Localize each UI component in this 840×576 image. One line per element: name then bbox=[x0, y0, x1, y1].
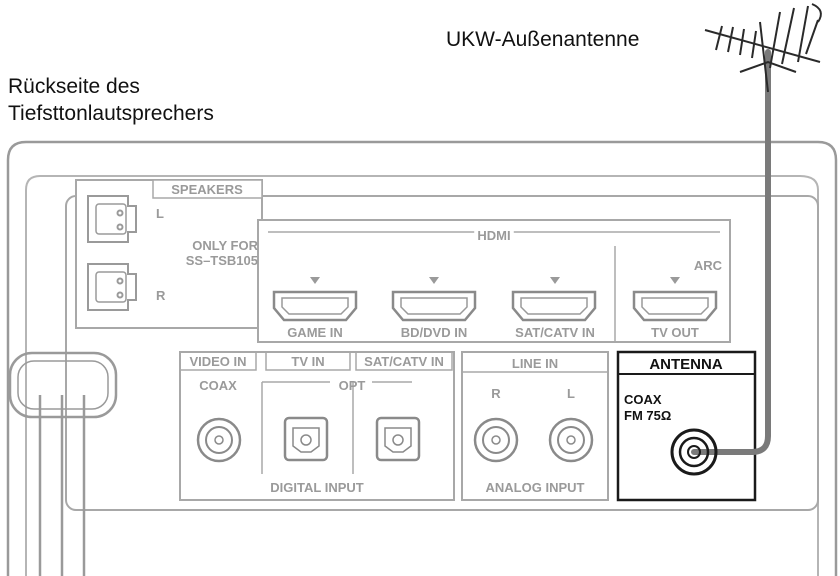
speaker-r-label: R bbox=[156, 288, 166, 303]
digital-opt-label: OPT bbox=[339, 378, 366, 393]
line-in-l-jack bbox=[548, 417, 594, 463]
hdmi-port-label-tv-out: TV OUT bbox=[651, 325, 699, 340]
line-in-l-label: L bbox=[567, 386, 575, 401]
optical-sat-jack bbox=[375, 416, 421, 462]
digital-coax-label: COAX bbox=[199, 378, 237, 393]
hdmi-arc-label: ARC bbox=[694, 258, 723, 273]
antenna-cable bbox=[691, 49, 771, 455]
subwoofer-caption-line2: Tiefsttonlautsprechers bbox=[8, 102, 214, 125]
line-in-r-label: R bbox=[491, 386, 501, 401]
antenna-coax-label: COAX bbox=[624, 392, 662, 407]
digital-input-section bbox=[179, 351, 455, 501]
speakers-title: SPEAKERS bbox=[171, 182, 243, 197]
hdmi-port-label-game: GAME IN bbox=[287, 325, 343, 340]
antenna-fm-label: FM 75Ω bbox=[624, 408, 671, 423]
antenna-caption: UKW-Außenantenne bbox=[446, 28, 640, 51]
sat-catv-in-label: SAT/CATV IN bbox=[364, 354, 444, 369]
antenna-coax-jack bbox=[670, 428, 718, 476]
speaker-terminal-l bbox=[87, 195, 137, 243]
line-in-section bbox=[461, 351, 609, 501]
line-in-r-jack bbox=[473, 417, 519, 463]
antenna-section bbox=[616, 350, 757, 502]
hdmi-port-label-bd: BD/DVD IN bbox=[401, 325, 467, 340]
fm-antenna-icon bbox=[704, 3, 822, 93]
speaker-l-label: L bbox=[156, 206, 164, 221]
analog-input-footer: ANALOG INPUT bbox=[486, 480, 585, 495]
hdmi-port-label-sat: SAT/CATV IN bbox=[515, 325, 595, 340]
line-in-title: LINE IN bbox=[512, 356, 558, 371]
antenna-title: ANTENNA bbox=[649, 356, 722, 373]
optical-tv-jack bbox=[283, 416, 329, 462]
hdmi-port-shapes bbox=[272, 290, 718, 322]
subwoofer-inner-edge bbox=[25, 175, 819, 576]
video-in-label: VIDEO IN bbox=[189, 354, 246, 369]
hdmi-section bbox=[257, 219, 731, 343]
speakers-note-line1: ONLY FOR bbox=[192, 238, 258, 253]
subwoofer-caption-line1: Rückseite des bbox=[8, 75, 140, 98]
hdmi-title: HDMI bbox=[477, 228, 510, 243]
power-cord bbox=[8, 351, 118, 576]
speakers-note-line2: SS–TSB105 bbox=[186, 253, 258, 268]
digital-input-footer: DIGITAL INPUT bbox=[270, 480, 363, 495]
speaker-terminal-r bbox=[87, 263, 137, 311]
tv-in-label: TV IN bbox=[291, 354, 324, 369]
coax-video-jack bbox=[196, 417, 242, 463]
subwoofer-housing bbox=[6, 140, 838, 576]
